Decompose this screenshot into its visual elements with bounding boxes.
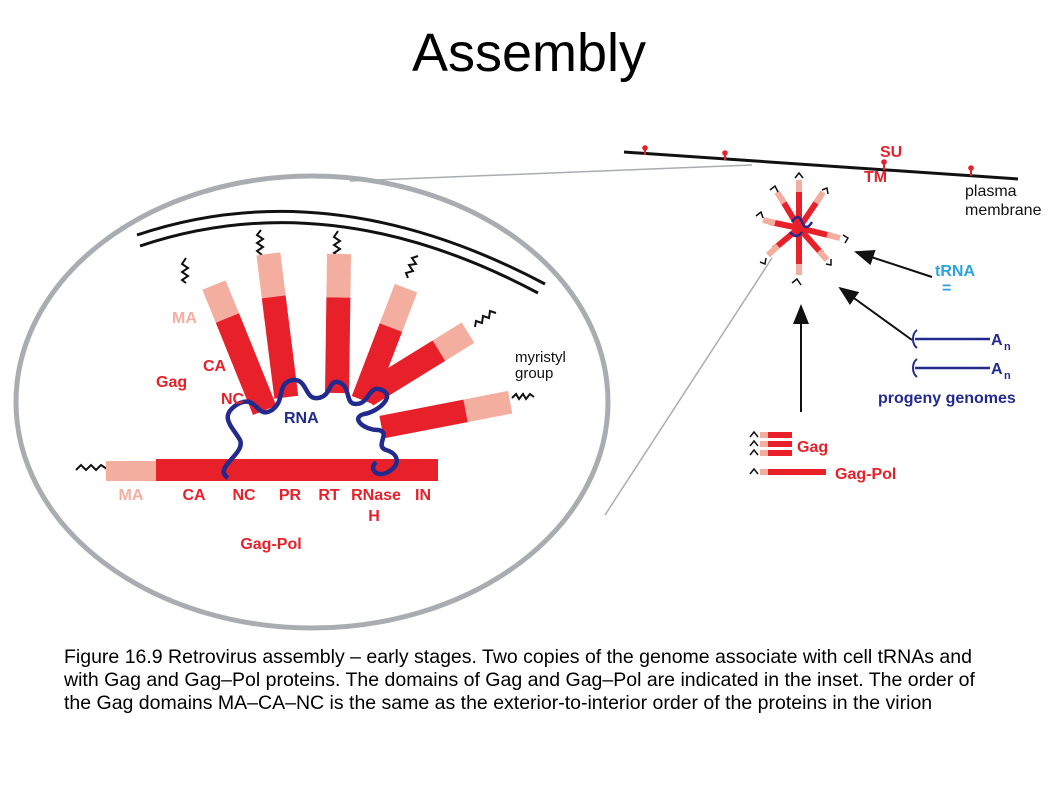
gag-bar-1-ma [202,280,239,323]
domain-ma: MA [119,487,144,504]
label-genome-n-1: n [1004,341,1011,353]
label-gag-legend: Gag [797,439,828,456]
gag-pol-bar-ma [106,461,156,481]
gag-bar-3-canc [325,297,351,394]
myristyl-squiggle [180,257,190,284]
myristyl-squiggle [75,463,108,472]
zoom-line-top [349,164,753,182]
gag-bar-2-canc [261,295,299,399]
label-membrane: membrane [965,202,1042,219]
myristyl-squiggle [332,230,342,258]
assembly-complex [755,171,850,286]
domain-pr: PR [279,487,302,504]
gag-bar-4-ma [379,283,418,332]
label-gag: Gag [156,374,187,391]
gag-legend-icon [749,430,792,456]
domain-rt: RT [318,487,340,504]
arrow-from-trna [854,250,933,278]
gag-pol-legend-icon [749,467,826,475]
label-ca: CA [203,358,227,375]
label-su: SU [880,144,902,161]
figure-caption: Figure 16.9 Retrovirus assembly – early … [64,646,975,714]
label-ma: MA [172,310,197,327]
domain-rnase: RNase [351,487,401,504]
envelope-protein [881,159,887,170]
arrow-from-genomes [838,286,913,341]
envelope-protein [722,150,728,160]
domain-rnase-h: H [368,508,380,525]
domain-nc: NC [232,487,256,504]
plasma-membrane-line [623,150,1019,181]
myristyl-squiggle [255,229,265,256]
genome-2 [911,358,990,378]
gag-bar-6-ma [463,390,513,423]
gag-bar-6-canc [379,399,468,439]
label-rna: RNA [284,410,319,427]
envelope-protein [642,145,648,155]
inset-membrane-inner [139,221,539,295]
label-genome-n-2: n [1004,370,1011,382]
gag-bar-5-ma [432,322,475,361]
gag-bar-2-ma [256,252,286,299]
label-nc: NC [221,391,245,408]
label-myristyl: myristyl [515,349,566,366]
rna-strand [221,377,399,480]
slide-title: Assembly [411,23,647,83]
domain-ca: CA [182,487,206,504]
gag-bar-3-ma [326,253,351,298]
myristyl-squiggle [404,255,419,279]
label-genome-a-1: A [991,332,1003,349]
label-gag-pol-inset: Gag-Pol [240,536,301,553]
label-myristyl-group: group [515,365,553,382]
inset-ellipse [13,173,611,631]
myristyl-squiggle [511,392,535,401]
genome-1 [911,329,990,349]
zoom-line-bottom [604,257,773,516]
label-plasma: plasma [965,183,1017,200]
label-genome-a-2: A [991,361,1003,378]
label-tm: TM [864,169,887,186]
inset-membrane-outer [136,209,546,286]
envelope-protein [968,165,974,176]
label-progeny-genomes: progeny genomes [878,390,1016,407]
gag-bar-1-canc [215,313,277,415]
myristyl-squiggle [474,309,497,328]
label-trna-eq: = [942,280,951,297]
label-trna: tRNA [935,263,975,280]
domain-in: IN [415,487,431,504]
label-gag-pol-legend: Gag-Pol [835,466,896,483]
